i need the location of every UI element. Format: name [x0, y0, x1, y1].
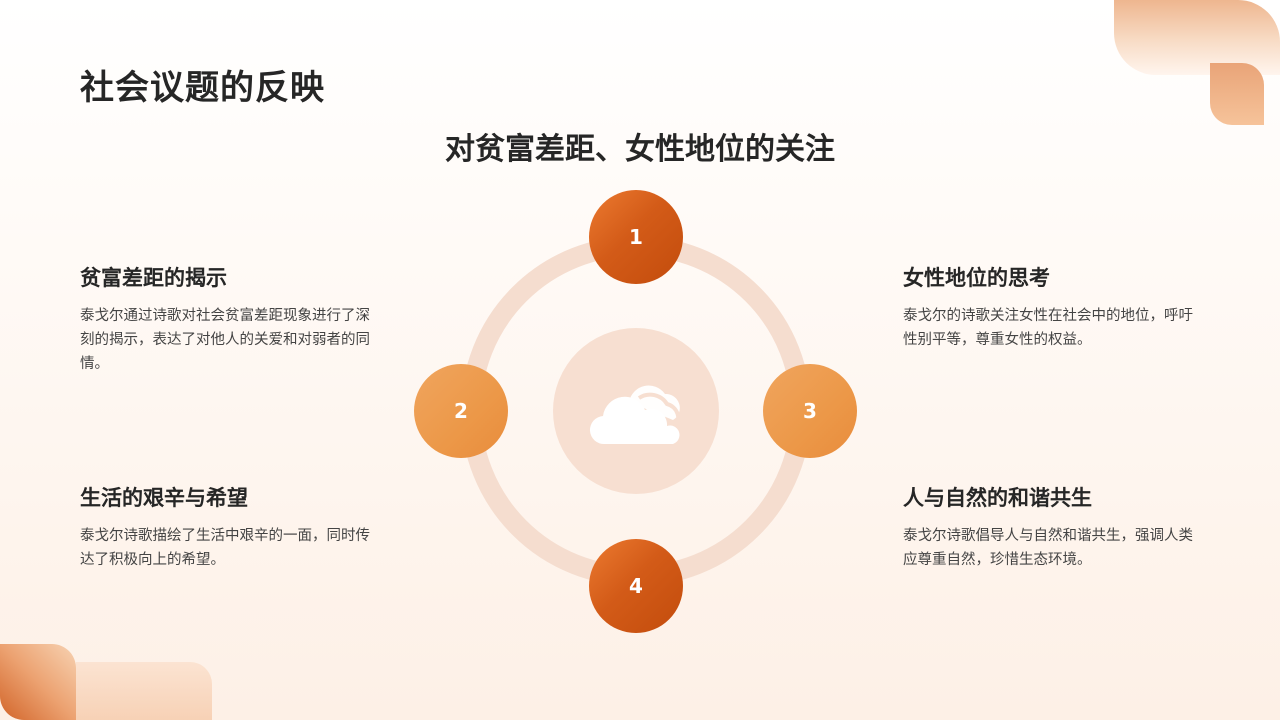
node-1: 1	[589, 190, 683, 284]
block-heading: 生活的艰辛与希望	[80, 486, 248, 510]
block-body: 泰戈尔通过诗歌对社会贫富差距现象进行了深刻的揭示，表达了对他人的关爱和对弱者的同…	[80, 308, 370, 372]
corner-decoration-bottom-left-light	[76, 662, 212, 720]
node-2: 2	[414, 364, 508, 458]
slide-subtitle: 对贫富差距、女性地位的关注	[445, 132, 835, 167]
corner-decoration-bottom-left	[0, 644, 76, 720]
block-body: 泰戈尔的诗歌关注女性在社会中的地位，呼吁性别平等，尊重女性的权益。	[903, 308, 1193, 348]
block-heading: 人与自然的和谐共生	[903, 486, 1092, 510]
cloud-icon	[589, 385, 681, 445]
block-heading: 贫富差距的揭示	[80, 266, 227, 290]
block-heading: 女性地位的思考	[903, 266, 1050, 290]
node-number: 4	[629, 574, 643, 598]
corner-decoration-top-right-small	[1210, 63, 1264, 125]
node-3: 3	[763, 364, 857, 458]
block-women-status: 女性地位的思考 泰戈尔的诗歌关注女性在社会中的地位，呼吁性别平等，尊重女性的权益…	[903, 262, 1203, 352]
block-harmony-nature: 人与自然的和谐共生 泰戈尔诗歌倡导人与自然和谐共生，强调人类应尊重自然，珍惜生态…	[903, 482, 1203, 572]
node-number: 2	[454, 399, 468, 423]
block-hardship-hope: 生活的艰辛与希望 泰戈尔诗歌描绘了生活中艰辛的一面，同时传达了积极向上的希望。	[80, 482, 380, 572]
node-number: 1	[629, 225, 643, 249]
corner-decoration-top-right	[1114, 0, 1280, 75]
block-body: 泰戈尔诗歌倡导人与自然和谐共生，强调人类应尊重自然，珍惜生态环境。	[903, 528, 1193, 568]
slide-title: 社会议题的反映	[80, 68, 325, 108]
block-body: 泰戈尔诗歌描绘了生活中艰辛的一面，同时传达了积极向上的希望。	[80, 528, 370, 568]
node-number: 3	[803, 399, 817, 423]
block-wealth-gap: 贫富差距的揭示 泰戈尔通过诗歌对社会贫富差距现象进行了深刻的揭示，表达了对他人的…	[80, 262, 380, 376]
node-4: 4	[589, 539, 683, 633]
